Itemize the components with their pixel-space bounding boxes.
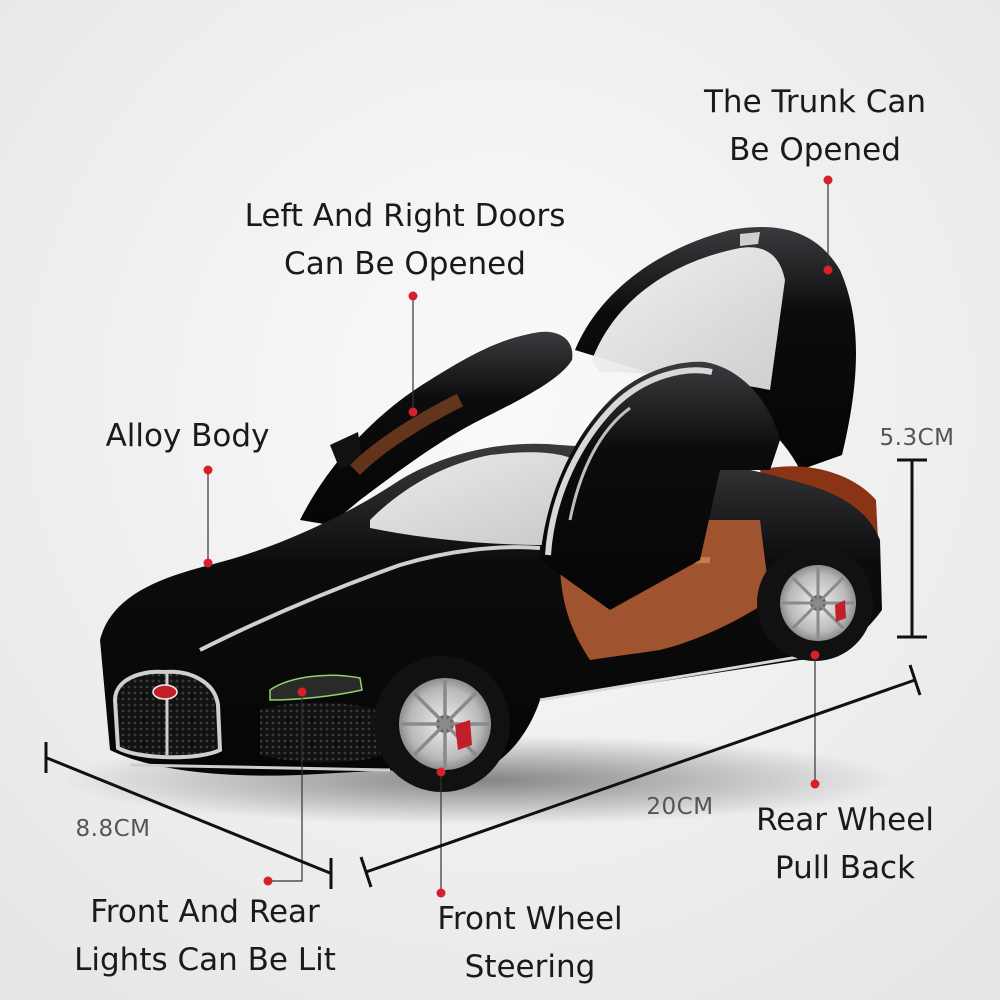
left-mirror — [330, 432, 362, 470]
label-front-wheel-line2: Steering — [464, 949, 596, 985]
label-front-wheel-line1: Front Wheel — [437, 901, 623, 937]
label-alloy-body: Alloy Body — [70, 412, 305, 460]
callout-trunk — [823, 175, 833, 275]
right-door-trim — [545, 367, 713, 556]
label-rear-wheel-line1: Rear Wheel — [756, 802, 934, 838]
label-doors-line1: Left And Right Doors — [244, 198, 566, 234]
dimension-length-label: 20CM — [646, 794, 714, 820]
front-splitter-line — [129, 763, 391, 772]
right-door-trim-inner — [568, 406, 631, 521]
left-door-interior — [350, 393, 464, 475]
label-trunk-line2: Be Opened — [729, 132, 901, 168]
label-lights: Front And Rear Lights Can Be Lit — [45, 888, 365, 984]
rear-wheel — [757, 545, 873, 661]
callout-rear-wheel — [810, 650, 820, 789]
label-lights-line2: Lights Can Be Lit — [74, 942, 336, 978]
label-rear-wheel: Rear Wheel Pull Back — [725, 796, 965, 892]
windshield — [370, 452, 575, 545]
trunk-emblem — [740, 232, 760, 246]
label-alloy-line1: Alloy Body — [105, 418, 270, 454]
label-doors: Left And Right Doors Can Be Opened — [215, 192, 595, 288]
front-intake — [260, 702, 385, 763]
left-door — [300, 331, 573, 525]
label-front-wheel: Front Wheel Steering — [405, 895, 655, 991]
callout-front-wheel — [436, 767, 446, 898]
dimension-width-line — [44, 742, 333, 889]
label-trunk: The Trunk Can Be Opened — [660, 78, 970, 174]
dimension-height-label: 5.3CM — [879, 425, 955, 451]
label-lights-line1: Front And Rear — [90, 894, 320, 930]
trunk-glass — [592, 247, 785, 390]
callout-lights — [263, 687, 307, 886]
callout-doors — [408, 291, 418, 417]
callout-alloy — [203, 465, 213, 568]
front-wheel — [374, 656, 510, 792]
badge-icon — [152, 684, 178, 700]
hood-accent-line — [199, 545, 541, 652]
dimension-height-line — [897, 458, 927, 639]
dimension-length-line — [359, 664, 922, 888]
label-rear-wheel-line2: Pull Back — [774, 850, 916, 886]
side-sill-line — [539, 653, 811, 702]
label-trunk-line1: The Trunk Can — [703, 84, 927, 120]
label-doors-line2: Can Be Opened — [284, 246, 526, 282]
headlight — [269, 674, 363, 701]
dimension-width-label: 8.8CM — [75, 816, 151, 842]
